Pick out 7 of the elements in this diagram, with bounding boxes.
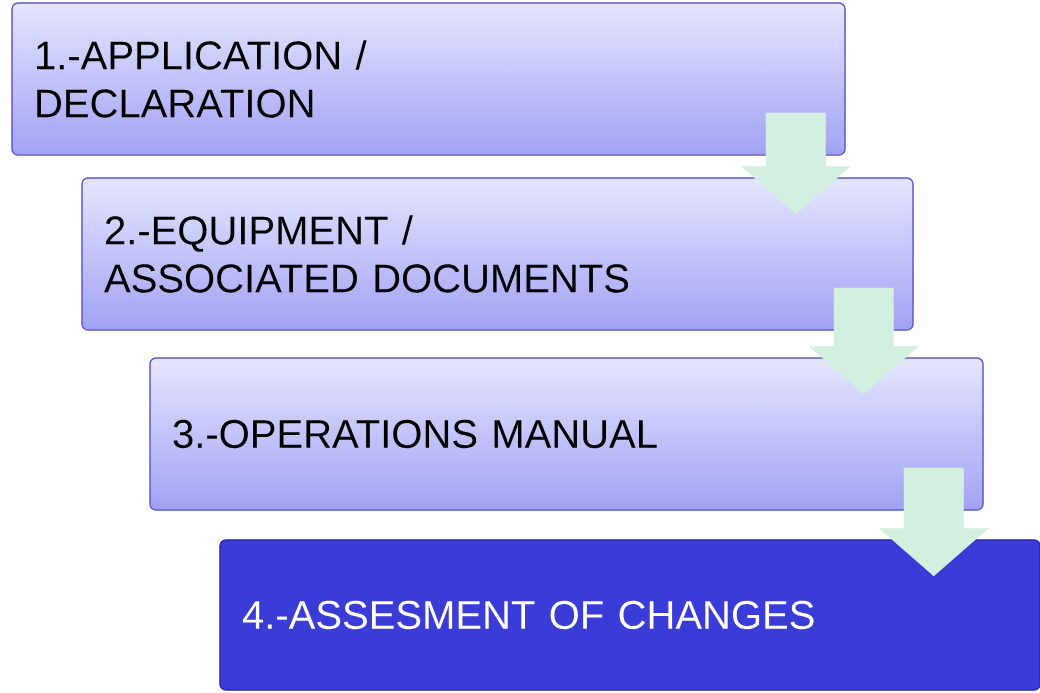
process-box: 3.-OPERATIONS MANUAL [149,357,984,511]
block-arrow [740,112,851,215]
block-arrow [878,467,989,577]
process-box: 1.-APPLICATION / DECLARATION [11,2,846,156]
process-box: 2.-EQUIPMENT / ASSOCIATED DOCUMENTS [81,177,914,331]
block-arrow [808,287,919,395]
process-box: 4.-ASSESMENT OF CHANGES [219,539,1040,691]
